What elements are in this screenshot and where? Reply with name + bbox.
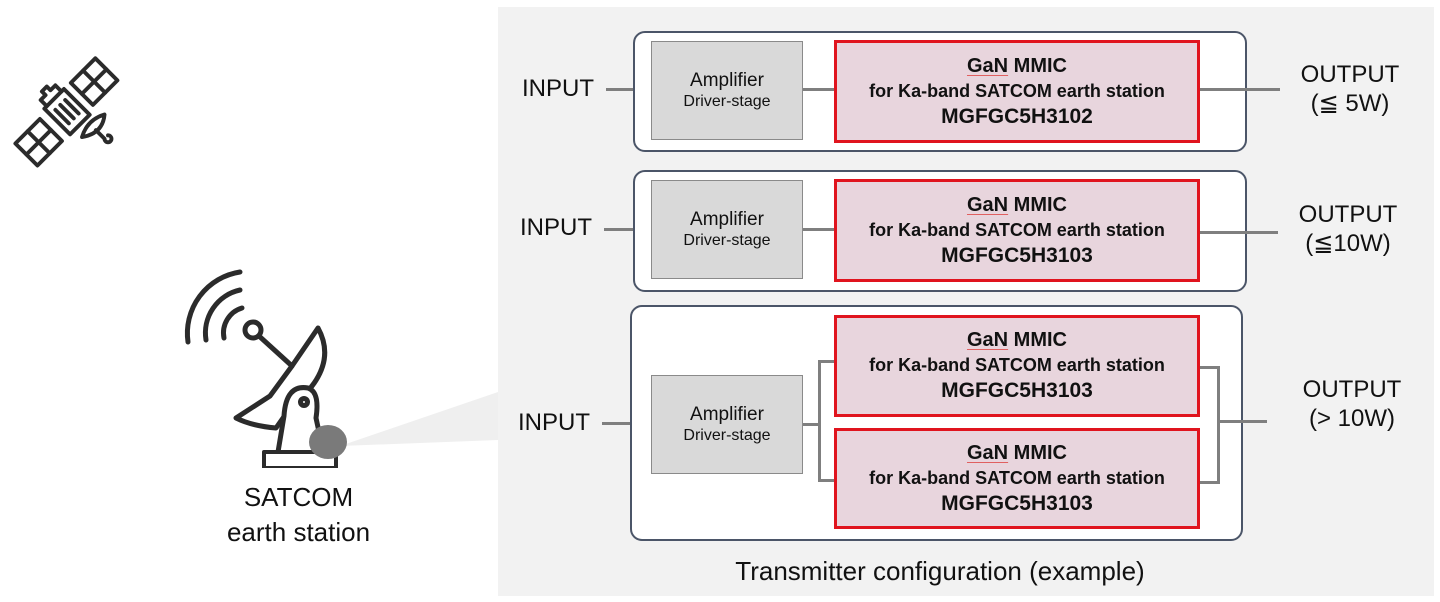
amp-subtitle: Driver-stage: [683, 231, 771, 249]
gan-label: GaN: [966, 329, 1009, 351]
mmic-label: MMIC: [1008, 441, 1067, 464]
amp-title: Amplifier: [690, 403, 764, 425]
signal-wave-middle: [202, 287, 243, 343]
mmic-description: for Ka-band SATCOM earth station: [869, 467, 1165, 488]
wire: [1200, 366, 1219, 369]
part-number: MGFGC5H3102: [941, 104, 1093, 128]
output-power: (> 10W): [1308, 405, 1395, 432]
output-text: OUTPUT: [1302, 376, 1402, 403]
station-label-line2: earth station: [226, 517, 371, 547]
mmic-block: GaN MMIC for Ka-band SATCOM earth statio…: [834, 315, 1200, 417]
station-label-line1: SATCOM: [243, 482, 354, 512]
output-label: OUTPUT (> 10W): [1282, 375, 1422, 433]
mmic-label: MMIC: [1008, 54, 1067, 77]
mmic-block: GaN MMIC for Ka-band SATCOM earth statio…: [834, 40, 1200, 143]
output-text: OUTPUT: [1298, 201, 1398, 228]
wire: [1200, 88, 1280, 91]
wire-combine: [1217, 366, 1220, 484]
wire-split: [818, 360, 821, 482]
mmic-label: MMIC: [1008, 329, 1067, 351]
mmic-description: for Ka-band SATCOM earth station: [869, 355, 1165, 375]
amp-title: Amplifier: [690, 208, 764, 230]
amplifier-block: Amplifier Driver-stage: [651, 41, 803, 140]
gan-label: GaN: [966, 54, 1009, 77]
gan-label: GaN: [966, 193, 1009, 216]
amp-subtitle: Driver-stage: [683, 426, 771, 444]
amp-subtitle: Driver-stage: [683, 92, 771, 110]
mmic-block: GaN MMIC for Ka-band SATCOM earth statio…: [834, 179, 1200, 282]
output-label: OUTPUT (≦10W): [1278, 200, 1418, 258]
part-number: MGFGC5H3103: [941, 379, 1093, 402]
wire: [602, 422, 652, 425]
wire: [606, 88, 652, 91]
wire: [1200, 481, 1219, 484]
callout-wedge: [340, 392, 498, 446]
input-label: INPUT: [522, 75, 594, 102]
wire: [803, 423, 820, 426]
output-label: OUTPUT (≦ 5W): [1280, 60, 1420, 118]
amp-title: Amplifier: [690, 69, 764, 91]
mmic-description: for Ka-band SATCOM earth station: [869, 219, 1165, 240]
output-text: OUTPUT: [1300, 61, 1400, 88]
wire: [818, 360, 836, 363]
output-power: (≦10W): [1305, 230, 1391, 257]
mmic-label: MMIC: [1008, 193, 1067, 216]
output-power: (≦ 5W): [1310, 90, 1390, 117]
wire: [803, 88, 836, 91]
input-label: INPUT: [518, 409, 590, 436]
input-label: INPUT: [520, 214, 592, 241]
mmic-block: GaN MMIC for Ka-band SATCOM earth statio…: [834, 428, 1200, 529]
satellite-icon: [13, 56, 120, 168]
wire: [1217, 420, 1267, 423]
satellite-dish-icon: [184, 269, 347, 468]
wire: [1200, 231, 1278, 234]
wire: [818, 479, 836, 482]
part-number: MGFGC5H3103: [941, 243, 1093, 267]
part-number: MGFGC5H3103: [941, 491, 1093, 515]
wire: [604, 228, 652, 231]
amplifier-block: Amplifier Driver-stage: [651, 180, 803, 279]
diagram-caption: Transmitter configuration (example): [735, 556, 1145, 586]
signal-wave-inner: [221, 305, 245, 341]
mmic-description: for Ka-band SATCOM earth station: [869, 80, 1165, 101]
signal-wave-outer: [184, 269, 243, 345]
gan-label: GaN: [966, 441, 1009, 464]
station-label: SATCOM earth station: [196, 480, 401, 550]
amplifier-block: Amplifier Driver-stage: [651, 375, 803, 474]
location-marker: [309, 425, 347, 459]
wire: [803, 228, 836, 231]
